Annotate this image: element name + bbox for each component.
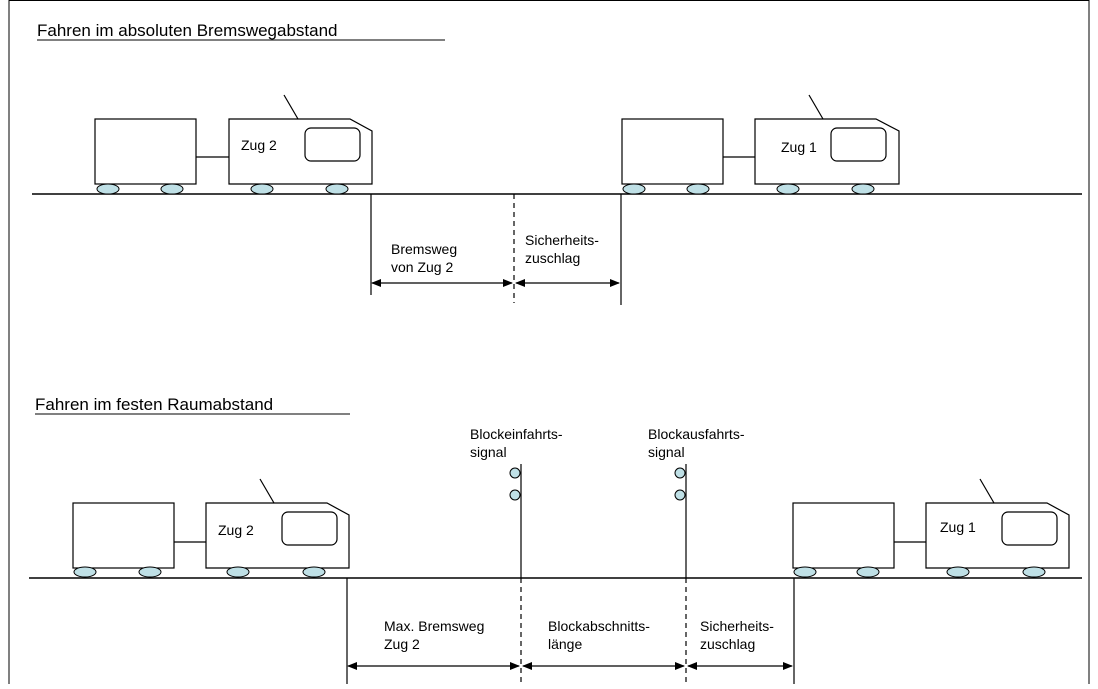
- wheel: [794, 567, 816, 577]
- wheel: [687, 184, 709, 194]
- section1-title: Fahren im absoluten Bremswegabstand: [37, 21, 338, 40]
- train-2-label: Zug 2: [218, 522, 254, 538]
- signal-exit-label-1: Blockausfahrts-: [648, 426, 745, 442]
- signal-entry-label-1: Blockeinfahrts-: [470, 426, 563, 442]
- wheel: [139, 567, 161, 577]
- train-1-window: [831, 128, 886, 161]
- section-fixed-block: Fahren im festen Raumabstand Zug 2 Zug 1: [29, 395, 1082, 684]
- signal-entry: Blockeinfahrts- signal: [470, 426, 563, 578]
- signal-exit-label-2: signal: [648, 444, 685, 460]
- signal-light: [675, 468, 685, 478]
- train-1-section1: Zug 1: [622, 95, 899, 194]
- signal-exit: Blockausfahrts- signal: [648, 426, 745, 578]
- train-1-wagon: [793, 503, 894, 568]
- train-2-wagon: [95, 119, 196, 184]
- wheel: [251, 184, 273, 194]
- train-1-window: [1002, 512, 1057, 545]
- wheel: [623, 184, 645, 194]
- section2-title: Fahren im festen Raumabstand: [35, 395, 273, 414]
- wheel: [97, 184, 119, 194]
- wheel: [326, 184, 348, 194]
- train-2-window: [282, 512, 337, 545]
- section-absolute-braking: Fahren im absoluten Bremswegabstand Zug …: [32, 21, 1082, 305]
- train-1-label: Zug 1: [940, 519, 976, 535]
- wheel: [74, 567, 96, 577]
- wheel: [947, 567, 969, 577]
- train-2-label: Zug 2: [241, 137, 277, 153]
- signal-entry-label-2: signal: [470, 444, 507, 460]
- label-brake-line2: von Zug 2: [391, 259, 453, 275]
- train-1-wagon: [622, 119, 723, 184]
- label-safety-line2: zuschlag: [525, 250, 580, 266]
- train-2-wagon: [73, 503, 174, 568]
- signal-light: [675, 490, 685, 500]
- wheel: [161, 184, 183, 194]
- label-safety-line1: Sicherheits-: [700, 618, 774, 634]
- label-block-line1: Blockabschnitts-: [548, 618, 650, 634]
- train-2-window: [305, 128, 360, 161]
- label-brake-line1: Bremsweg: [391, 241, 457, 257]
- wheel: [857, 567, 879, 577]
- train-2-section2: Zug 2: [73, 479, 349, 577]
- signal-light: [510, 468, 520, 478]
- signal-light: [510, 490, 520, 500]
- train-2-section1: Zug 2: [95, 95, 372, 194]
- train-2-pantograph: [260, 479, 274, 503]
- label-max-brake-line1: Max. Bremsweg: [384, 618, 484, 634]
- label-safety-line1: Sicherheits-: [525, 232, 599, 248]
- label-block-line2: länge: [548, 636, 582, 652]
- label-safety-line2: zuschlag: [700, 636, 755, 652]
- train-1-label: Zug 1: [781, 139, 817, 155]
- wheel: [1023, 567, 1045, 577]
- wheel: [852, 184, 874, 194]
- label-max-brake-line2: Zug 2: [384, 636, 420, 652]
- train-1-section2: Zug 1: [793, 479, 1069, 577]
- wheel: [227, 567, 249, 577]
- train-2-pantograph: [284, 95, 298, 119]
- wheel: [777, 184, 799, 194]
- train-1-pantograph: [980, 479, 994, 503]
- train-1-pantograph: [809, 95, 823, 119]
- wheel: [303, 567, 325, 577]
